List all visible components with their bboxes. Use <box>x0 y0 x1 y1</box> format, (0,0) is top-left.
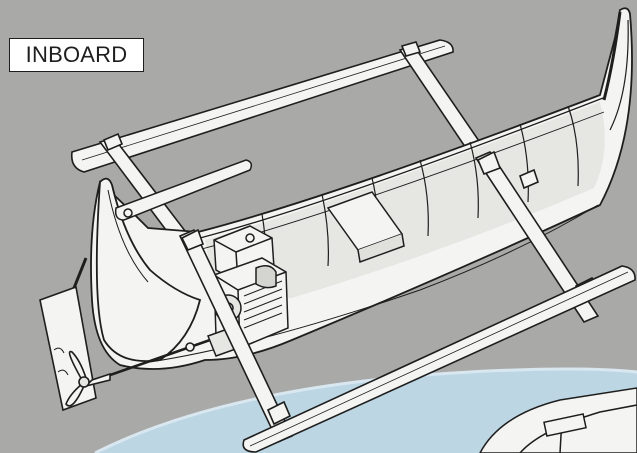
outrigger-float-near-icon <box>242 265 636 453</box>
outrigger-crossbeam-icon <box>98 41 494 247</box>
outrigger-float-icon <box>70 39 454 173</box>
inboard-label: INBOARD <box>9 38 144 72</box>
propeller-icon <box>65 338 211 407</box>
outrigger-crossbeam-near-icon <box>178 150 600 444</box>
stern-post-icon <box>95 177 202 362</box>
seat-thwart-icon <box>326 191 405 264</box>
tiller-icon <box>114 159 253 221</box>
second-boat-partial-icon <box>479 387 637 453</box>
